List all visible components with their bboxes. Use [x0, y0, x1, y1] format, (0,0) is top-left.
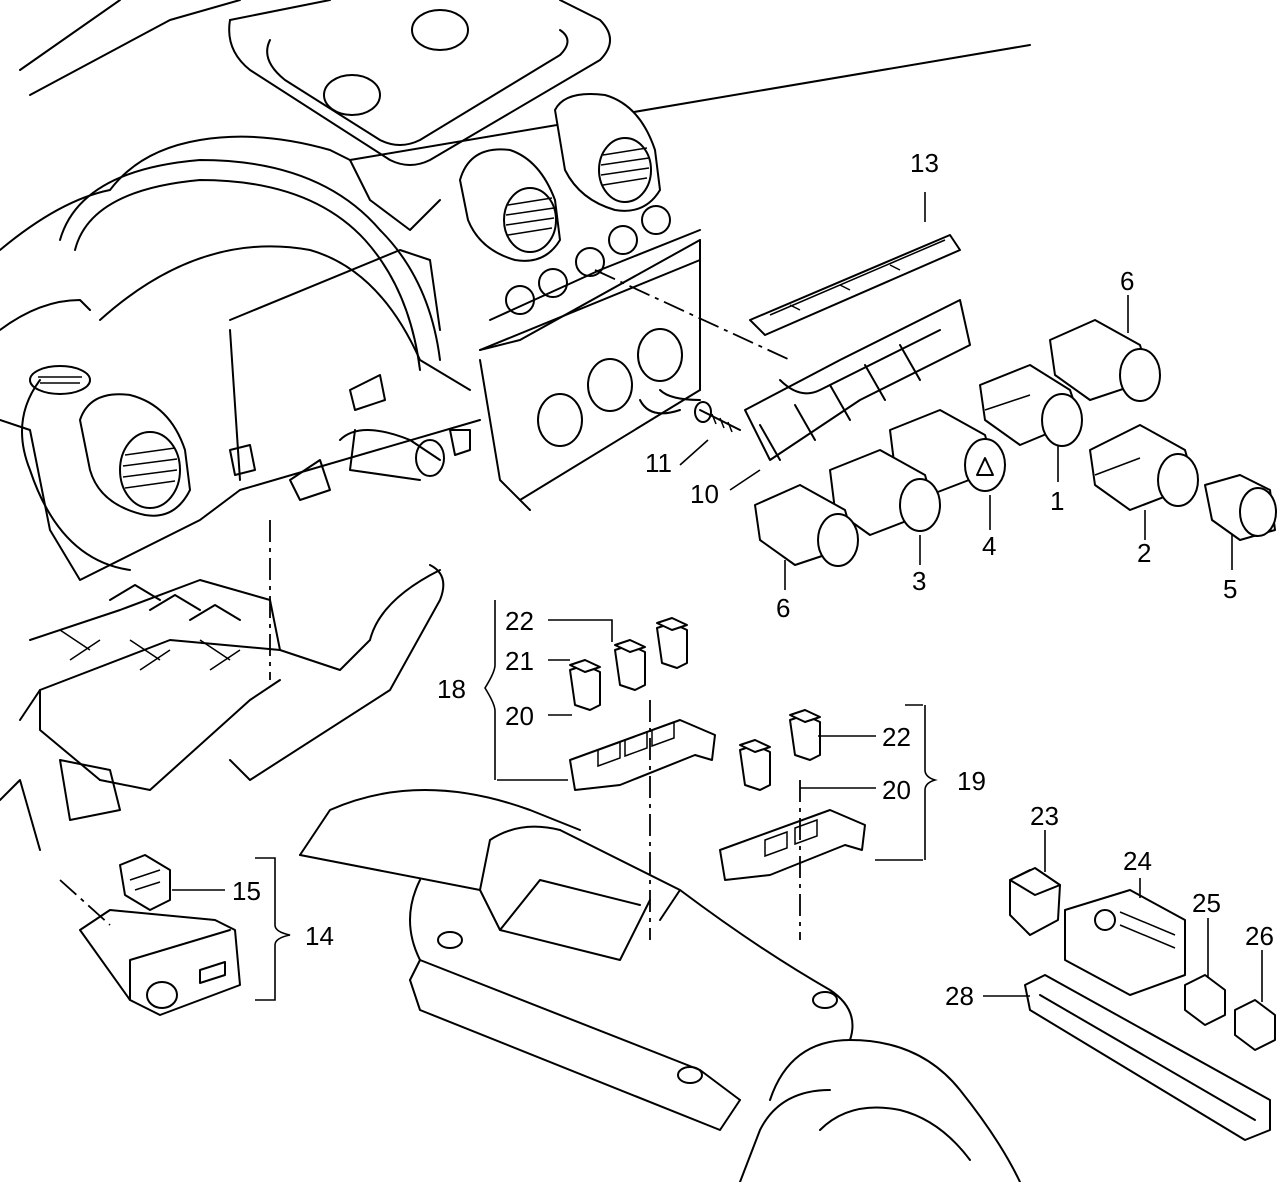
callout-15: 15	[232, 876, 261, 906]
left-switch-assembly	[59, 854, 241, 1016]
callout-18: 18	[437, 674, 466, 704]
switch-cluster	[269, 234, 1277, 680]
callout-26: 26	[1245, 921, 1274, 951]
callout-5: 5	[1223, 574, 1237, 604]
callout-28: 28	[945, 981, 974, 1011]
callout-24: 24	[1123, 846, 1152, 876]
callout-22-right: 22	[882, 722, 911, 752]
callout-21: 21	[505, 646, 534, 676]
callout-2: 2	[1137, 538, 1151, 568]
callout-leaders	[172, 192, 1263, 1002]
callout-20-right: 20	[882, 775, 911, 805]
callout-3: 3	[912, 566, 926, 596]
callout-25: 25	[1192, 888, 1221, 918]
dashboard-assembly	[0, 0, 1031, 851]
callout-4: 4	[982, 531, 996, 561]
callout-23: 23	[1030, 801, 1059, 831]
window-switch-unit	[1009, 867, 1276, 1141]
callout-20-left: 20	[505, 701, 534, 731]
callout-19: 19	[957, 766, 986, 796]
callout-10: 10	[690, 479, 719, 509]
console-switch-sets	[569, 617, 866, 940]
callout-14: 14	[305, 921, 334, 951]
center-console	[299, 789, 1021, 1182]
callout-1: 1	[1050, 486, 1064, 516]
callout-11: 11	[645, 448, 672, 478]
callout-6-bottom: 6	[776, 593, 790, 623]
callout-labels: 13 6 11 10 1 4 2 3 5 6 22 21 18 20 22 19…	[232, 148, 1274, 1011]
callout-13: 13	[910, 148, 939, 178]
callout-22-left: 22	[505, 606, 534, 636]
callout-6-top: 6	[1120, 266, 1134, 296]
